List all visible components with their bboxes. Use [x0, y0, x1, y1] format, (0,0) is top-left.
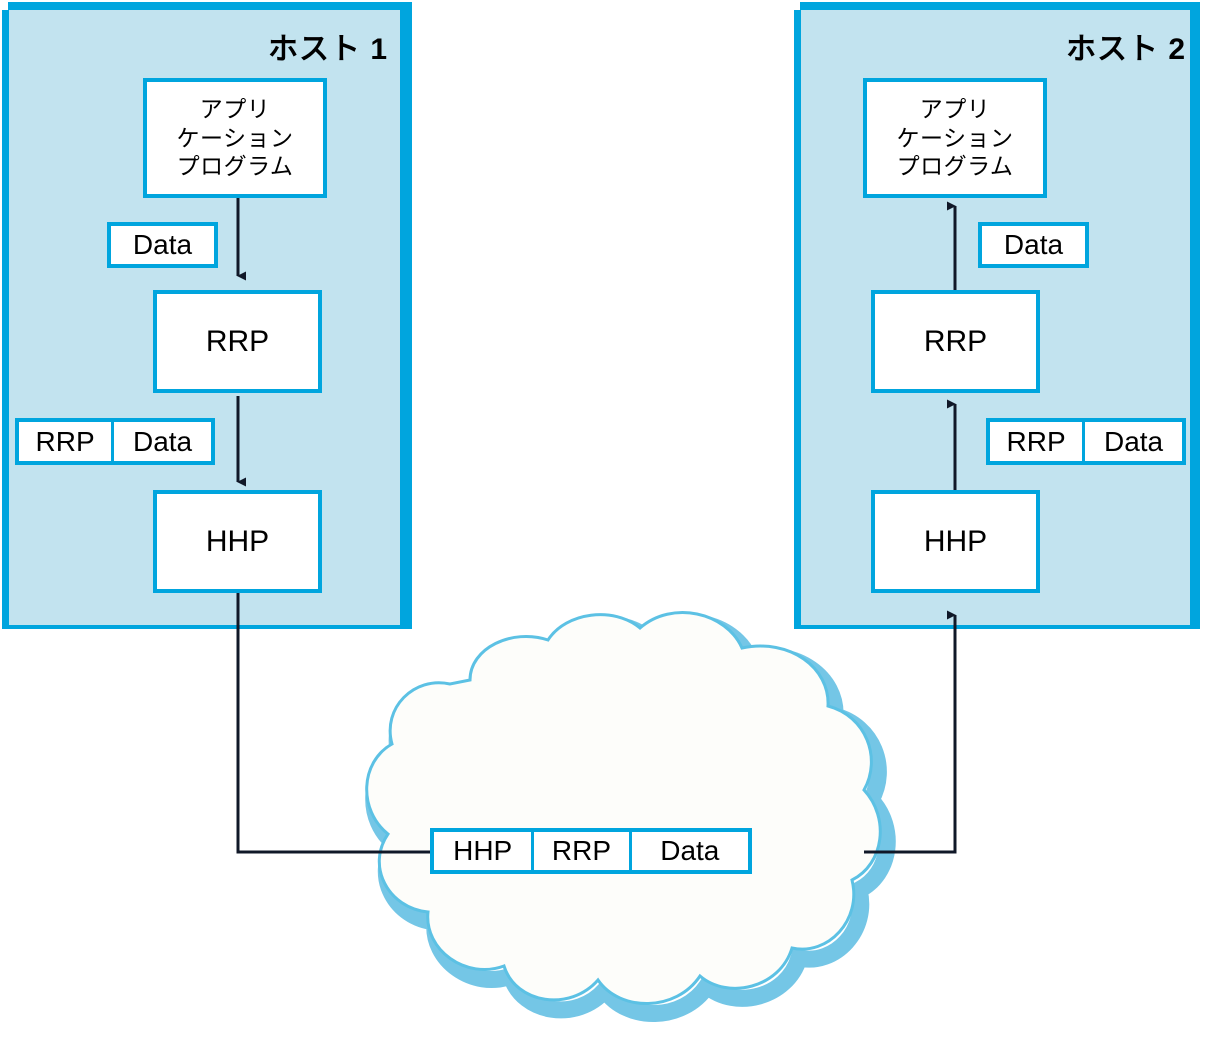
host2-panel-shadow-bottom: [794, 625, 1200, 629]
host1-rrp-data-packet-seg-0: RRP: [19, 422, 112, 461]
host2-hhp-label: HHP: [923, 524, 988, 558]
host1-rrp-box[interactable]: RRP: [153, 290, 322, 393]
network-packet-seg-0: HHP: [434, 832, 532, 870]
host2-application-label: アプリ ケーション プログラム: [896, 96, 1014, 180]
host1-hhp-label: HHP: [205, 524, 270, 558]
host1-link-to-cloud: [236, 593, 470, 854]
host2-application-box[interactable]: アプリ ケーション プログラム: [863, 78, 1047, 198]
host2-panel-left-edge: [794, 10, 801, 625]
host1-panel-shadow-bottom: [2, 625, 412, 629]
host2-data-packet[interactable]: Data: [978, 222, 1089, 268]
host1-rrp-data-packet-seg-1: Data: [111, 422, 211, 461]
host1-title: ホスト 1: [268, 33, 389, 66]
network-packet[interactable]: HHP RRP Data: [430, 828, 752, 874]
host1-data-packet[interactable]: Data: [107, 222, 218, 268]
host2-rrp-box[interactable]: RRP: [871, 290, 1040, 393]
host2-hhp-box[interactable]: HHP: [871, 490, 1040, 593]
host1-rrp-label: RRP: [205, 324, 270, 358]
host1-application-label: アプリ ケーション プログラム: [176, 96, 294, 180]
network-packet-seg-2: Data: [628, 832, 748, 870]
host1-hhp-box[interactable]: HHP: [153, 490, 322, 593]
host1-data-packet-seg-0: Data: [111, 226, 214, 264]
host2-data-packet-seg-0: Data: [982, 226, 1085, 264]
host2-rrp-data-packet-seg-1: Data: [1082, 422, 1182, 461]
host2-rrp-data-packet[interactable]: RRP Data: [986, 418, 1186, 465]
host2-rrp-data-packet-seg-0: RRP: [990, 422, 1083, 461]
host2-link-from-cloud: [864, 610, 957, 854]
host1-rrp-data-packet[interactable]: RRP Data: [15, 418, 215, 465]
host2-panel-shadow-right: [1190, 2, 1200, 625]
host1-panel-left-edge: [2, 10, 9, 625]
host1-panel-shadow-right: [400, 2, 412, 625]
host2-rrp-label: RRP: [923, 324, 988, 358]
network-packet-seg-1: RRP: [531, 832, 629, 870]
host1-application-box[interactable]: アプリ ケーション プログラム: [143, 78, 327, 198]
host2-title: ホスト 2: [1066, 33, 1187, 66]
